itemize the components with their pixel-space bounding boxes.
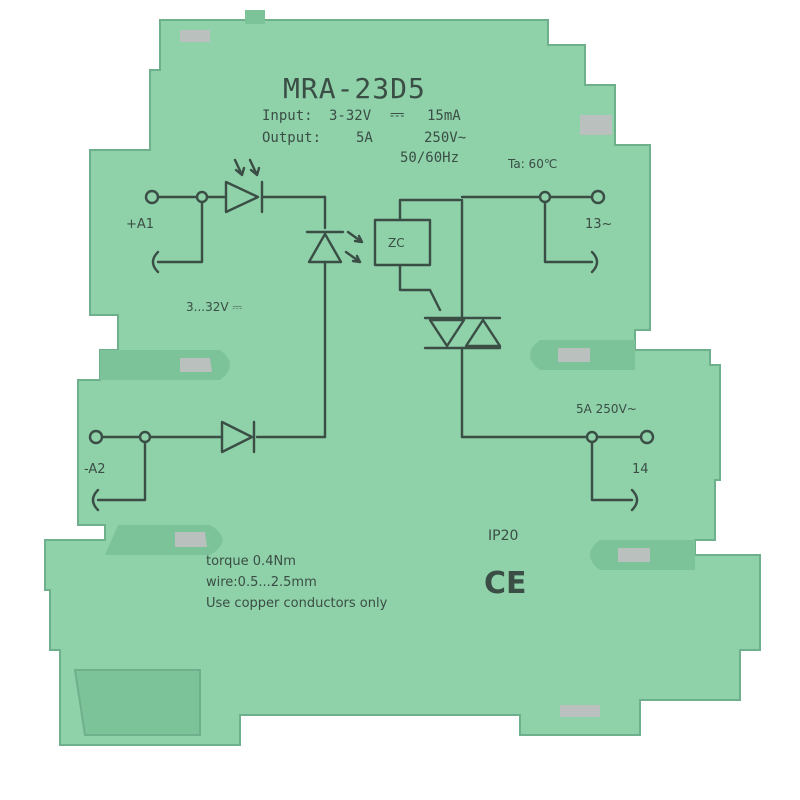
wire-spec: wire:0.5...2.5mm [206,575,317,590]
dc-symbol: ⎓ [390,104,405,125]
terminal-a2-label: -A2 [84,462,106,477]
zero-cross-label: ZC [388,236,405,250]
input-range-label: 3...32V ⎓ [186,300,242,314]
ce-mark: CE [484,566,527,601]
ambient-temperature: Ta: 60℃ [508,157,558,171]
output-frequency: 50/60Hz [400,150,460,166]
output-voltage: 250V~ [424,130,467,146]
terminal-a1-label: +A1 [126,217,155,232]
torque-spec: torque 0.4Nm [206,554,296,569]
din-rail-foot [73,669,201,736]
input-current: 15mA [427,108,461,124]
ip-rating: IP20 [488,528,519,544]
output-rating-label: 5A 250V~ [576,402,637,416]
circuit-schematic [88,158,655,512]
top-ridge [245,10,265,24]
terminal-13-label: 13~ [585,217,613,232]
model-title: MRA-23D5 [283,72,426,105]
output-label: Output: [262,130,322,146]
relay-housing [44,19,761,746]
output-current: 5A [356,130,373,146]
terminal-clamps [100,30,695,570]
copper-note: Use copper conductors only [206,596,388,611]
terminal-14-label: 14 [632,462,649,477]
input-voltage: 3-32V [329,108,372,124]
input-label: Input: [262,108,313,124]
